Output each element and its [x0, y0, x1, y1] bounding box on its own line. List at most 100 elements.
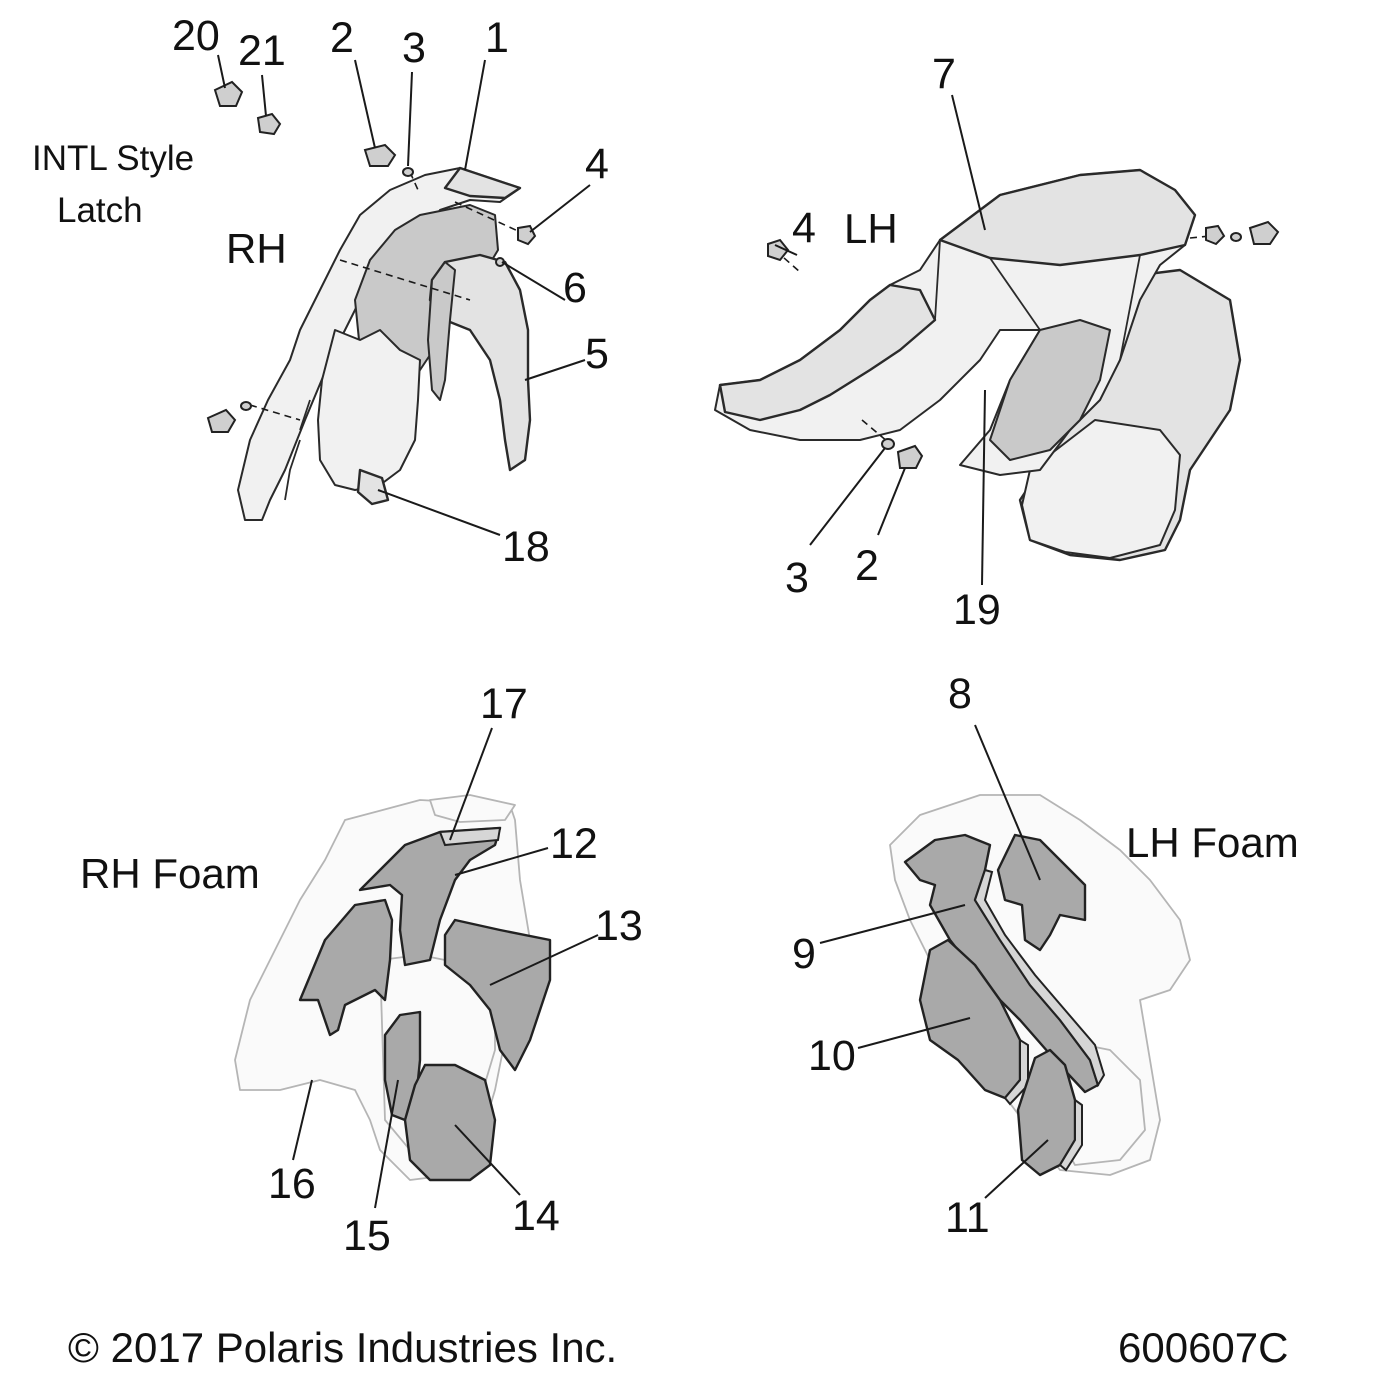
callout-5: 5 — [585, 330, 609, 378]
leader-5 — [524, 359, 586, 381]
footer: © 2017 Polaris Industries Inc. 600607C — [68, 1324, 1288, 1371]
rh-latch-upper — [363, 143, 397, 167]
callout-7: 7 — [932, 50, 956, 98]
callout-1: 1 — [485, 14, 509, 62]
lh-foam-leaders — [819, 724, 1049, 1199]
rh-leaders — [217, 54, 591, 536]
leader-16 — [292, 1079, 313, 1161]
callout-3b: 3 — [785, 554, 809, 602]
leader-15 — [374, 1079, 399, 1209]
intl-latch-21 — [256, 112, 282, 136]
callout-9: 9 — [792, 930, 816, 978]
lh-washer-rear — [1230, 232, 1242, 242]
rh-label: RH — [226, 225, 287, 272]
lh-fender-liner-lower — [1021, 419, 1181, 559]
leader-7 — [951, 94, 986, 231]
rh-fender-top-lip — [443, 166, 522, 200]
callout-10: 10 — [808, 1032, 856, 1080]
leader-9 — [819, 904, 966, 944]
lh-latch-lower — [896, 444, 924, 469]
leader-4 — [529, 184, 591, 233]
lh-washer-lower — [881, 438, 895, 450]
lh-fender-top-face — [938, 168, 1197, 267]
lh-fender-assembly — [714, 168, 1280, 562]
rh-support-bracket — [356, 468, 390, 506]
rh-foam-assembly — [234, 794, 552, 1182]
rh-rivet-6 — [495, 257, 505, 267]
rh-mud-flap-face — [427, 261, 456, 401]
leader-2b — [877, 467, 906, 536]
callout-numbers: 1 2 3 4 5 6 18 20 21 7 4 3 2 19 17 12 13… — [172, 12, 1001, 1260]
callout-4: 4 — [585, 140, 609, 188]
rh-mount-line-3 — [339, 259, 471, 301]
rh-mount-line-4 — [249, 404, 301, 421]
callout-6: 6 — [563, 264, 587, 312]
latch-label: Latch — [57, 191, 143, 230]
rh-washer-upper — [402, 167, 414, 177]
lh-fender-edge-detail — [934, 239, 1141, 361]
callout-11: 11 — [945, 1194, 990, 1242]
leader-20 — [217, 54, 226, 89]
drawing-number: 600607C — [1118, 1324, 1288, 1371]
rh-foam-ghost-top — [429, 794, 516, 823]
leader-2 — [354, 59, 376, 149]
callout-19: 19 — [953, 586, 1001, 634]
leader-10 — [857, 1017, 971, 1049]
rh-foam-leaders — [292, 727, 599, 1209]
foam-12-edge — [438, 826, 502, 847]
lh-leaders — [774, 94, 986, 586]
rh-foam-label: RH Foam — [80, 850, 260, 897]
rh-latch-lower — [206, 408, 237, 433]
callout-2b: 2 — [855, 542, 879, 590]
leader-8 — [974, 724, 1041, 881]
lh-nut-rear — [1205, 224, 1226, 246]
callout-18: 18 — [502, 523, 550, 571]
leader-14 — [454, 1124, 521, 1196]
lh-foam-label: LH Foam — [1126, 819, 1299, 866]
callout-17: 17 — [480, 680, 528, 728]
copyright-text: © 2017 Polaris Industries Inc. — [68, 1324, 617, 1371]
foam-13 — [443, 918, 552, 1072]
leader-1 — [464, 59, 486, 171]
foam-11-edge — [1058, 1098, 1083, 1172]
callout-14: 14 — [512, 1192, 560, 1240]
rh-fender-inner-edge — [284, 399, 311, 501]
leader-21 — [261, 74, 267, 117]
section-labels: INTL Style Latch RH LH RH Foam LH Foam — [32, 139, 1299, 897]
callout-4b: 4 — [792, 204, 816, 252]
foam-8 — [996, 833, 1087, 952]
intl-style-label: INTL Style — [32, 139, 194, 178]
leader-13 — [489, 934, 599, 986]
foam-14 — [403, 1063, 497, 1182]
lh-fender-side-face — [989, 319, 1111, 461]
callout-3: 3 — [402, 24, 426, 72]
intl-latch-20 — [213, 80, 244, 107]
lh-nut-front — [767, 238, 790, 262]
lh-label: LH — [844, 205, 898, 252]
leader-3 — [407, 71, 413, 167]
callout-21: 21 — [238, 27, 286, 75]
leader-4b — [774, 244, 798, 256]
callout-15: 15 — [343, 1212, 391, 1260]
callout-2: 2 — [330, 14, 354, 62]
rh-washer-lower — [240, 401, 252, 411]
callout-20: 20 — [172, 12, 220, 60]
rh-fender-assembly — [206, 80, 537, 521]
leader-17 — [449, 727, 493, 841]
foam-10-edge — [1003, 1038, 1029, 1106]
leader-19 — [981, 389, 986, 586]
foam-16 — [298, 898, 394, 1037]
callout-8: 8 — [948, 670, 972, 718]
leader-12 — [454, 847, 549, 876]
callout-16: 16 — [268, 1160, 316, 1208]
leader-6 — [501, 261, 566, 301]
rh-nut-upper — [517, 224, 537, 246]
callout-13: 13 — [595, 902, 643, 950]
leader-18 — [377, 489, 501, 536]
foam-9-edge — [973, 868, 1106, 1088]
leader-3b — [809, 447, 886, 546]
rh-fender-liner-lower — [317, 329, 421, 491]
leader-11 — [984, 1139, 1049, 1199]
lh-latch-rear — [1248, 220, 1280, 245]
